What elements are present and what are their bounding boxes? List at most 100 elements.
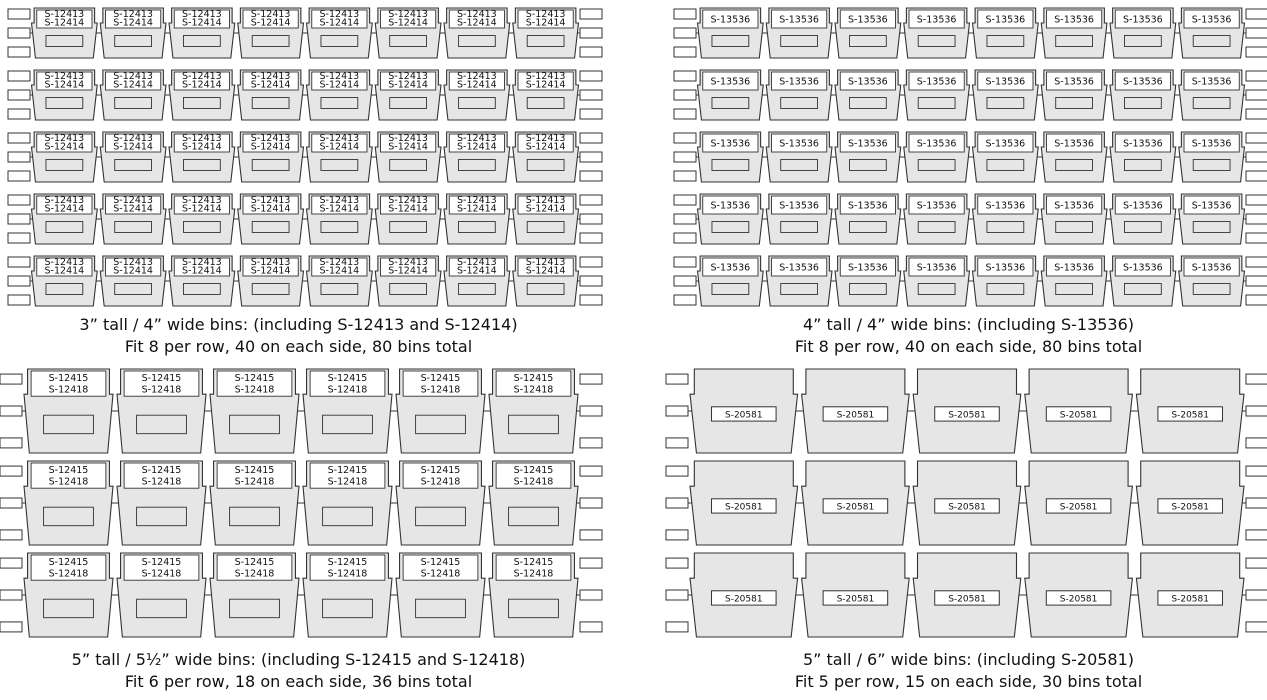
bin-4in-4in-r0-c6: S-13536 <box>1109 7 1177 59</box>
rail-left-2-0-0 <box>0 373 23 385</box>
bin-window <box>229 414 280 435</box>
bin-label-text: S-12414 <box>457 79 497 90</box>
bin-4in-4in-r2-c1: S-13536 <box>765 131 833 183</box>
bin-label-text: S-12415 <box>49 465 89 476</box>
bin-label-box <box>771 71 828 91</box>
bin-window <box>1192 221 1231 233</box>
bin-4in-4in-r0-c3: S-13536 <box>903 7 971 59</box>
bin-label-box <box>977 257 1034 277</box>
bin-label-text: S-12414 <box>457 141 497 152</box>
rail-right-1-0-2 <box>1245 46 1267 58</box>
rail-right-0-4-2 <box>579 294 603 306</box>
bin-label-text: S-13536 <box>848 77 888 88</box>
caption-5in-5half: 5” tall / 5½” wide bins: (including S-12… <box>0 649 597 693</box>
bin-window <box>114 221 152 233</box>
bin-window <box>183 159 221 171</box>
bin-label-text: S-13536 <box>917 263 957 274</box>
bin-label-box <box>36 257 93 277</box>
bin-label-text: S-20581 <box>948 410 986 420</box>
bin-label-box <box>908 257 965 277</box>
bin-window <box>320 35 359 47</box>
bin-label-box <box>1114 133 1171 153</box>
bin-label-text: S-13536 <box>1192 263 1232 274</box>
bin-label-box <box>242 71 299 91</box>
bin-label-text: S-12413 <box>113 9 153 20</box>
bin-5in-6in-r1-c4: S-20581 <box>1135 460 1245 546</box>
bin-window <box>45 97 84 109</box>
bin-5in-6in-r2-c0: S-20581 <box>689 552 799 638</box>
bin-window <box>1055 221 1093 233</box>
rail-left-2-2-0 <box>0 557 23 569</box>
bin-window <box>251 221 290 233</box>
bin-window <box>986 35 1025 47</box>
bin-label-box <box>934 590 1000 606</box>
bin-4in-4in-r3-c3: S-13536 <box>903 193 971 245</box>
bin-4in-4in-r1-c3: S-13536 <box>903 69 971 121</box>
rail-left-0-2-2 <box>7 170 31 182</box>
bin-window <box>526 283 565 295</box>
bin-5in-6in-r1-c2: S-20581 <box>912 460 1022 546</box>
bin-window <box>526 97 565 109</box>
bin-window <box>1055 283 1093 295</box>
bin-label-text: S-12413 <box>320 257 360 268</box>
rail-right-1-0-0 <box>1245 8 1267 20</box>
bin-window <box>986 97 1025 109</box>
bin-window <box>458 35 496 47</box>
bin-label-box <box>517 9 574 29</box>
rail-right-1-3-1 <box>1245 213 1267 225</box>
caption-4in-4in-line2: Fit 8 per row, 40 on each side, 80 bins … <box>794 337 1143 356</box>
rail-left-3-1-1 <box>665 497 689 509</box>
bin-window <box>389 283 427 295</box>
bin-label-text: S-12413 <box>457 71 497 82</box>
bin-label-box <box>1046 195 1103 215</box>
bin-4in-4in-r4-c7: S-13536 <box>1178 255 1246 307</box>
bin-label-box <box>105 257 162 277</box>
bin-label-box <box>771 133 828 153</box>
bin-4in-4in-r1-c5: S-13536 <box>1040 69 1108 121</box>
bin-label-text: S-13536 <box>1123 15 1163 26</box>
bin-label-text: S-12414 <box>388 203 428 214</box>
bin-label-box <box>517 257 574 277</box>
rail-right-2-1-2 <box>579 529 603 541</box>
bin-4in-4in-r1-c6: S-13536 <box>1109 69 1177 121</box>
bin-label-box <box>517 71 574 91</box>
caption-3in-4in: 3” tall / 4” wide bins: (including S-124… <box>0 314 597 358</box>
bin-label-box <box>380 257 437 277</box>
bin-label-text: S-12418 <box>328 476 368 487</box>
bin-label-text: S-12414 <box>526 265 566 276</box>
bin-4in-4in-r1-c7: S-13536 <box>1178 69 1246 121</box>
bin-label-box <box>311 9 368 29</box>
bin-label-text: S-13536 <box>1054 263 1094 274</box>
bin-label-text: S-12418 <box>514 568 554 579</box>
rail-left-3-0-0 <box>665 373 689 385</box>
bin-window <box>1055 97 1093 109</box>
bin-4in-4in-r4-c1: S-13536 <box>765 255 833 307</box>
bin-label-text: S-12415 <box>514 465 554 476</box>
bin-label-text: S-12418 <box>49 384 89 395</box>
bin-label-box <box>380 71 437 91</box>
rail-right-0-1-0 <box>579 70 603 82</box>
bin-label-text: S-12414 <box>113 141 153 152</box>
bin-window <box>458 221 496 233</box>
bin-label-text: S-13536 <box>1192 201 1232 212</box>
bin-window <box>508 506 559 527</box>
caption-4in-4in-line1: 4” tall / 4” wide bins: (including S-135… <box>802 315 1135 334</box>
bin-label-box <box>1045 406 1112 422</box>
bin-label-text: S-12418 <box>421 384 461 395</box>
bin-label-text: S-12415 <box>421 373 461 384</box>
bin-label-text: S-12413 <box>251 9 291 20</box>
bin-4in-4in-r4-c4: S-13536 <box>971 255 1039 307</box>
bin-label-box <box>448 133 505 153</box>
bin-label-text: S-12414 <box>457 203 497 214</box>
bin-window <box>43 598 94 619</box>
caption-5in-5half-line2: Fit 6 per row, 18 on each side, 36 bins … <box>124 672 473 691</box>
bin-5in-6in-r2-c2: S-20581 <box>912 552 1022 638</box>
bin-label-text: S-12414 <box>45 203 85 214</box>
